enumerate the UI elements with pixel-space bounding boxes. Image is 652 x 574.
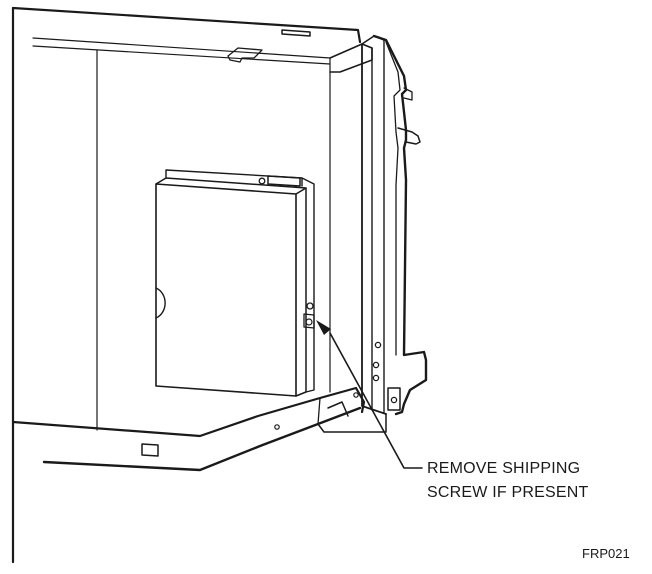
base-front-edge (42, 406, 362, 472)
post-hole (372, 374, 380, 382)
base-hole (274, 424, 280, 430)
right-post-outer (361, 43, 387, 415)
shipping-screw-clip (303, 313, 315, 329)
cabinet-top-inner-line (32, 37, 331, 59)
bracket-screw (390, 396, 398, 404)
component-box-side (295, 187, 307, 397)
post-hole (372, 361, 380, 369)
base-slot (141, 443, 159, 457)
mounting-bracket-top (165, 169, 303, 187)
component-box-top (155, 177, 307, 195)
base-right-bracket (387, 387, 401, 411)
shipping-screw-callout: REMOVE SHIPPING SCREW IF PRESENT (427, 457, 588, 505)
side-bracket (403, 87, 413, 101)
right-top-panel (329, 43, 373, 73)
figure-code: FRP021 (582, 546, 630, 561)
tab-top (281, 29, 311, 37)
bracket-screw-top (258, 177, 266, 185)
side-profile (372, 34, 428, 416)
shipping-screw (306, 302, 314, 310)
post-hole (374, 341, 382, 349)
side-knob (397, 127, 421, 145)
top-clip (227, 47, 263, 63)
shipping-screw-lower (305, 318, 313, 326)
base-foot (317, 413, 387, 433)
mounting-bracket-side (301, 177, 315, 393)
base-top-edge (11, 386, 366, 438)
side-profile-inner (385, 41, 401, 356)
callout-line-1: REMOVE SHIPPING (427, 460, 581, 477)
box-semicircle (155, 287, 166, 319)
callout-leader (329, 332, 423, 469)
bracket-latch (267, 175, 301, 187)
component-box-front (155, 183, 297, 397)
callout-line-2: SCREW IF PRESENT (427, 484, 589, 501)
cabinet-top-edge (11, 6, 362, 44)
base-inner-line (317, 397, 321, 425)
base-hole-2 (353, 392, 359, 398)
callout-arrowhead (316, 320, 331, 335)
base-notch (327, 401, 349, 417)
cabinet-top-inner-line-2 (32, 45, 331, 65)
